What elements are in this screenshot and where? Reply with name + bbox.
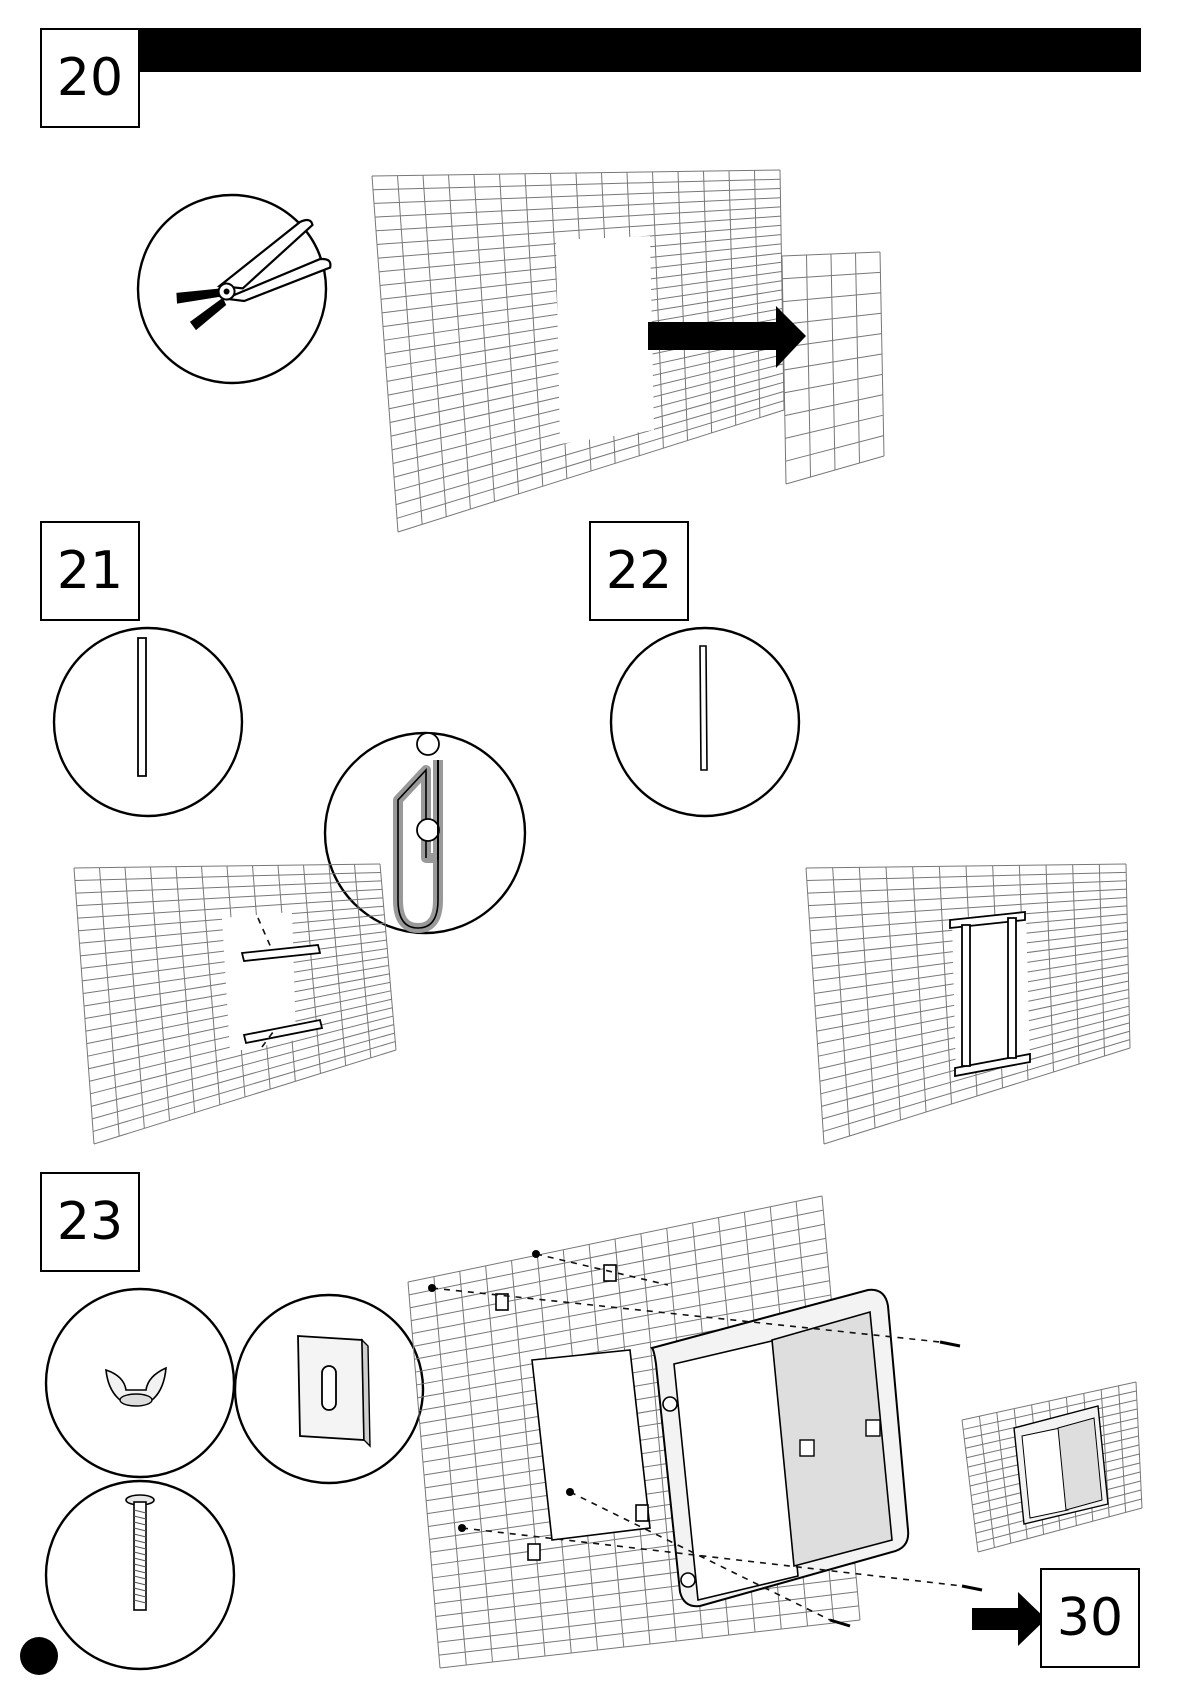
rod-detail-circle [54, 628, 242, 816]
door-finished-small [1014, 1406, 1108, 1524]
wing-nut-detail-circle [46, 1289, 234, 1477]
page-marker-dot [20, 1637, 58, 1675]
clip-plate-icon [298, 1336, 370, 1446]
pliers-tool-circle [138, 195, 332, 383]
wire-mesh-removed-section [782, 252, 884, 484]
wire-mesh-step-21 [74, 864, 396, 1144]
clip-plate-detail-circle [235, 1295, 423, 1483]
bolt-detail-circle [46, 1481, 234, 1669]
rod-detail-circle-22 [611, 628, 799, 816]
clip-profile-detail-circle [325, 733, 525, 933]
arrow-right-icon [972, 1592, 1046, 1646]
door-frame-assembly [652, 1290, 908, 1606]
wire-mesh-panel-cut [372, 170, 784, 532]
next-step-number: 30 [1040, 1568, 1140, 1668]
